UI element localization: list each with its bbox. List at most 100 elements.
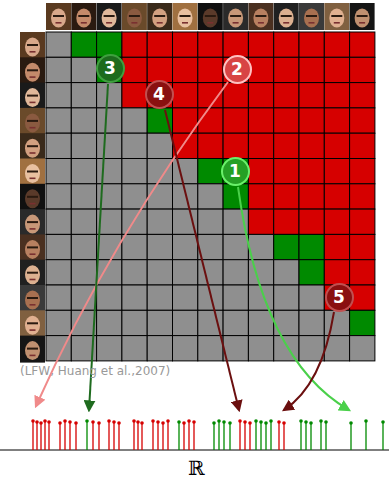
callout-number: 2 [231, 61, 243, 78]
matrix-cell [46, 209, 71, 234]
stem-line [75, 423, 76, 450]
matrix-cell [46, 159, 71, 184]
face-thumbnail [20, 57, 45, 84]
face-background [20, 133, 45, 160]
stem-line [92, 422, 93, 450]
face-eyes [331, 15, 342, 17]
face-skin [25, 88, 40, 107]
stem-dot [304, 420, 308, 424]
matrix-cell [46, 184, 71, 209]
matrix-cell [122, 336, 147, 361]
stem-dot [349, 421, 353, 425]
face-thumbnail [46, 3, 71, 30]
score-stem [85, 419, 89, 450]
face-skin [355, 9, 370, 28]
score-stem [68, 420, 72, 450]
matrix-cell [71, 108, 96, 133]
matrix-cell [46, 285, 71, 310]
score-stem [43, 419, 47, 450]
matrix-cell [299, 159, 324, 184]
stem-dot [277, 420, 281, 424]
matrix-cell [198, 57, 223, 82]
stem-line [98, 423, 99, 450]
face-mouth [30, 329, 36, 331]
matrix-cell [198, 209, 223, 234]
stem-dot [254, 419, 258, 423]
stem-dot [58, 421, 62, 425]
matrix-cell [46, 57, 71, 82]
stem-dot [319, 419, 323, 423]
face-thumbnail [20, 260, 45, 287]
matrix-cell [173, 260, 198, 285]
matrix-cell [71, 260, 96, 285]
stem-dot [151, 419, 155, 423]
matrix-cell [173, 57, 198, 82]
matrix-cell [299, 234, 324, 259]
face-eyes [53, 15, 64, 17]
face-mouth [81, 22, 87, 24]
matrix-cell [350, 32, 375, 57]
stem-dot [107, 419, 111, 423]
matrix-cell [248, 133, 273, 158]
face-mouth [106, 22, 112, 24]
matrix-cell [299, 336, 324, 361]
matrix-cell [324, 159, 349, 184]
face-eyes [27, 120, 38, 122]
stem-dot [381, 420, 385, 424]
face-eyes [154, 15, 165, 17]
stem-line [157, 422, 158, 450]
face-skin [25, 316, 40, 335]
stem-dot [217, 419, 221, 423]
matrix-cell [147, 234, 172, 259]
matrix-cell [324, 209, 349, 234]
stem-dot [222, 420, 226, 424]
matrix-cell [198, 108, 223, 133]
matrix-cell [324, 133, 349, 158]
matrix-cell [46, 108, 71, 133]
stem-dot [228, 421, 232, 425]
matrix-cell [223, 260, 248, 285]
score-stem [228, 421, 232, 450]
stem-dot [140, 421, 144, 425]
face-eyes [27, 196, 38, 198]
stem-line [108, 421, 109, 450]
callout-circle: 2 [223, 55, 252, 84]
matrix-cell [173, 159, 198, 184]
face-mouth [283, 22, 289, 24]
matrix-cell [248, 83, 273, 108]
face-background [198, 3, 223, 30]
face-skin [25, 215, 40, 234]
face-skin [228, 9, 243, 28]
matrix-cell [299, 260, 324, 285]
matrix-cell [71, 83, 96, 108]
matrix-cell [147, 285, 172, 310]
stem-dot [166, 419, 170, 423]
face-mouth [30, 102, 36, 104]
stem-dot [161, 421, 165, 425]
score-stem [324, 420, 328, 450]
stem-line [305, 422, 306, 450]
face-thumbnail [20, 83, 45, 110]
matrix-cell [46, 83, 71, 108]
face-eyes [357, 15, 368, 17]
stem-line [255, 421, 256, 450]
score-stem [299, 419, 303, 450]
face-background [350, 3, 375, 30]
stem-line [40, 423, 41, 450]
face-mouth [30, 178, 36, 180]
matrix-cell [173, 83, 198, 108]
stem-line [141, 423, 142, 450]
stem-line [113, 422, 114, 450]
face-mouth [157, 22, 163, 24]
matrix-cell [274, 159, 299, 184]
stem-line [167, 421, 168, 450]
matrix-cell [97, 336, 122, 361]
score-stem [187, 419, 191, 450]
stem-line [350, 423, 351, 450]
face-thumbnail [274, 3, 299, 30]
matrix-cell [122, 83, 147, 108]
score-stem [319, 419, 323, 450]
matrix-cell [274, 310, 299, 335]
matrix-cell [122, 234, 147, 259]
